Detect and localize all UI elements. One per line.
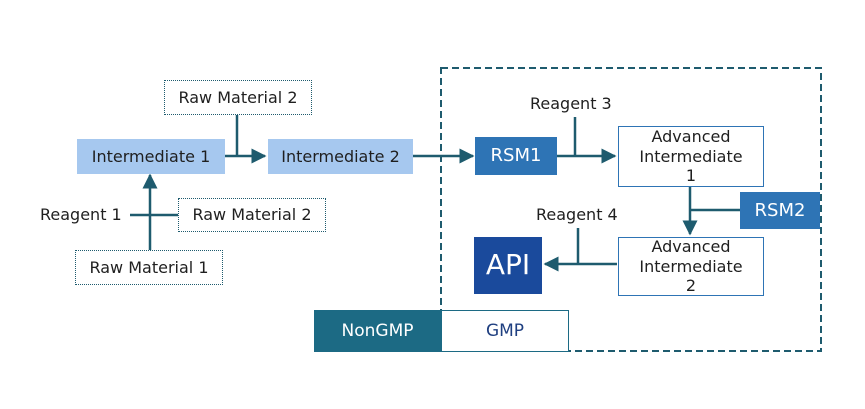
- label-reagent-4: Reagent 4: [536, 205, 618, 224]
- label-reagent-3: Reagent 3: [530, 94, 612, 113]
- node-intermediate-1: Intermediate 1: [77, 139, 225, 174]
- legend-gmp: GMP: [441, 310, 569, 352]
- node-raw-material-1: Raw Material 1: [75, 250, 223, 285]
- node-advanced-intermediate-2: Advanced Intermediate 2: [618, 237, 764, 296]
- node-advanced-intermediate-1: Advanced Intermediate 1: [618, 126, 764, 187]
- node-rsm2: RSM2: [740, 192, 820, 229]
- node-intermediate-2: Intermediate 2: [268, 139, 413, 174]
- node-raw-material-2-top: Raw Material 2: [164, 80, 312, 115]
- legend-nongmp: NonGMP: [314, 310, 441, 352]
- node-api: API: [474, 237, 542, 294]
- label-reagent-1: Reagent 1: [40, 205, 122, 224]
- node-rsm1: RSM1: [475, 137, 557, 175]
- node-raw-material-2-bottom: Raw Material 2: [178, 198, 326, 232]
- gmp-region-border: [440, 67, 822, 352]
